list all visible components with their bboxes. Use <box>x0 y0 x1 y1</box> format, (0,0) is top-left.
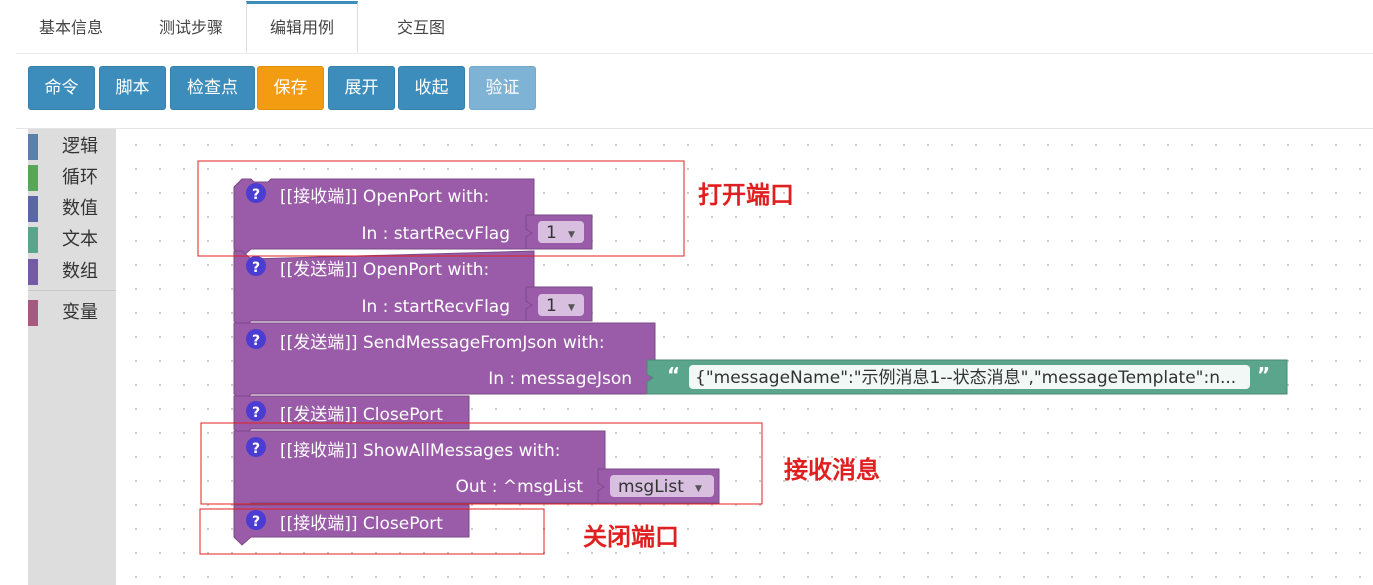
tab-basic-info[interactable]: 基本信息 <box>16 3 126 53</box>
toolbar-divider <box>16 128 1373 129</box>
category-color-swatch <box>28 227 38 253</box>
help-icon[interactable] <box>246 329 266 349</box>
toolbox-category-math[interactable]: 数值 <box>28 196 116 222</box>
block-body <box>233 504 470 546</box>
category-color-swatch <box>28 134 38 160</box>
checkpoint-button[interactable]: 检查点 <box>170 66 255 110</box>
help-icon-glyph: ? <box>252 333 260 349</box>
expand-button[interactable]: 展开 <box>328 66 395 110</box>
category-label: 数值 <box>62 198 98 219</box>
collapse-button[interactable]: 收起 <box>398 66 465 110</box>
help-icon[interactable] <box>246 510 266 530</box>
workspace-canvas: ? [[接收端]] OpenPort with: In : startRecvF… <box>197 160 1288 555</box>
annotation-open-port: 打开端口 <box>698 180 794 209</box>
block-title: [[接收端]] ShowAllMessages with: <box>280 441 560 461</box>
block-input-label: In : messageJson <box>488 369 632 389</box>
chevron-down-icon: ▼ <box>568 230 575 240</box>
save-button[interactable]: 保存 <box>257 66 324 110</box>
tab-label: 交互图 <box>396 18 445 37</box>
annotation-box-open-port <box>197 160 685 257</box>
dropdown-field[interactable] <box>610 475 714 497</box>
annotation-box-receive-msg <box>200 422 763 505</box>
category-color-swatch <box>28 259 38 285</box>
category-label: 逻辑 <box>62 136 98 157</box>
close-quote-icon: ” <box>1257 363 1270 387</box>
help-icon-glyph: ? <box>252 441 260 457</box>
blockly-workspace[interactable]: ? [[接收端]] OpenPort with: In : startRecvF… <box>116 129 1373 585</box>
category-color-swatch <box>28 300 38 326</box>
verify-button[interactable]: 验证 <box>469 66 536 110</box>
category-label: 循环 <box>62 167 98 188</box>
block-title: [[发送端]] SendMessageFromJson with: <box>280 333 605 353</box>
dropdown-value: 1 <box>546 223 557 243</box>
toolbox-category-list[interactable]: 数组 <box>28 259 116 285</box>
block-input-label: In : startRecvFlag <box>361 224 510 244</box>
chevron-down-icon: ▼ <box>695 484 702 494</box>
dropdown-field[interactable] <box>538 294 584 316</box>
tab-label: 编辑用例 <box>269 18 334 37</box>
toolbox-category-variable[interactable]: 变量 <box>28 300 116 326</box>
tab-test-steps[interactable]: 测试步骤 <box>136 3 246 53</box>
block-body <box>233 322 656 403</box>
help-icon[interactable] <box>246 256 266 276</box>
blockly-toolbox: 逻辑 循环 数值 文本 数组 变量 <box>28 129 116 585</box>
text-field[interactable] <box>689 365 1250 389</box>
help-icon-glyph: ? <box>252 187 260 203</box>
help-icon[interactable] <box>246 183 266 203</box>
annotation-close-port: 关闭端口 <box>583 522 679 551</box>
block-body <box>233 395 470 438</box>
command-button[interactable]: 命令 <box>28 66 95 110</box>
annotation-receive-msg: 接收消息 <box>784 455 880 484</box>
text-field-value: {"messageName":"示例消息1--状态消息","messageTem… <box>695 368 1236 388</box>
block-input-label: In : startRecvFlag <box>361 297 510 317</box>
block-title: [[接收端]] OpenPort with: <box>280 187 489 207</box>
block-open-port-receiver[interactable]: ? [[接收端]] OpenPort with: In : startRecvF… <box>233 178 593 258</box>
category-color-swatch <box>28 165 38 191</box>
open-quote-icon: “ <box>667 363 680 387</box>
block-close-port-sender[interactable]: ? [[发送端]] ClosePort <box>233 395 470 438</box>
tab-label: 测试步骤 <box>158 18 223 37</box>
category-color-swatch <box>28 196 38 222</box>
category-label: 文本 <box>62 229 98 250</box>
toolbox-category-logic[interactable]: 逻辑 <box>28 134 116 160</box>
category-label: 数组 <box>62 261 98 282</box>
dropdown-field[interactable] <box>538 221 584 243</box>
dropdown-value: msgList <box>618 477 684 497</box>
tab-label: 基本信息 <box>38 18 103 37</box>
help-icon[interactable] <box>246 437 266 457</box>
block-title: [[接收端]] ClosePort <box>280 514 443 534</box>
help-icon-glyph: ? <box>252 405 260 421</box>
tab-interaction-diagram[interactable]: 交互图 <box>366 3 476 53</box>
toolbox-category-loop[interactable]: 循环 <box>28 165 116 191</box>
help-icon-glyph: ? <box>252 260 260 276</box>
help-icon[interactable] <box>246 401 266 421</box>
toolbox-category-text[interactable]: 文本 <box>28 227 116 253</box>
annotation-box-close-port <box>199 508 545 555</box>
script-button[interactable]: 脚本 <box>99 66 166 110</box>
toolbox-separator <box>28 290 116 291</box>
block-close-port-receiver[interactable]: ? [[接收端]] ClosePort <box>233 504 470 546</box>
tab-edit-case[interactable]: 编辑用例 <box>246 1 358 53</box>
block-title: [[发送端]] ClosePort <box>280 405 443 425</box>
block-input-label: Out : ^msgList <box>455 477 583 497</box>
block-send-message-from-json[interactable]: ? [[发送端]] SendMessageFromJson with: In :… <box>233 322 1288 403</box>
block-open-port-sender[interactable]: ? [[发送端]] OpenPort with: In : startRecvF… <box>233 250 593 330</box>
chevron-down-icon: ▼ <box>568 303 575 313</box>
tab-bar: 基本信息 测试步骤 编辑用例 交互图 <box>16 0 1373 54</box>
block-title: [[发送端]] OpenPort with: <box>280 260 489 280</box>
dropdown-value: 1 <box>546 296 557 316</box>
category-label: 变量 <box>62 302 98 323</box>
block-show-all-messages[interactable]: ? [[接收端]] ShowAllMessages with: Out : ^m… <box>233 430 720 512</box>
help-icon-glyph: ? <box>252 514 260 530</box>
